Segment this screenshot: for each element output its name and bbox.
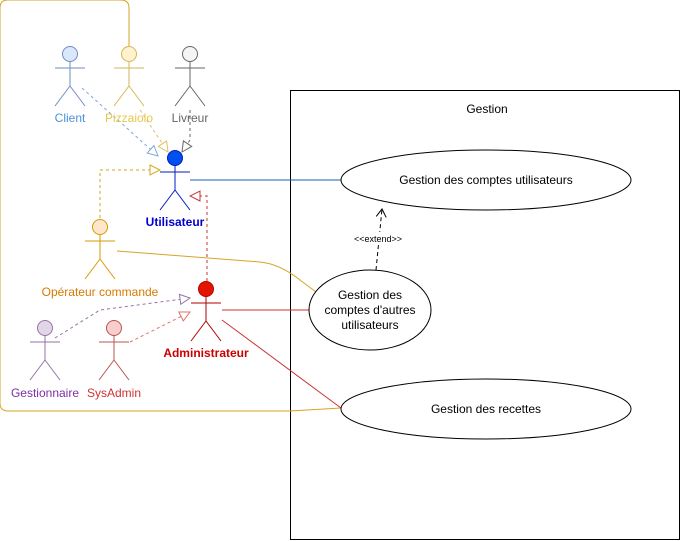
client-generalization — [81, 87, 158, 156]
usecase-comptes-utilisateurs-label: Gestion des comptes utilisateurs — [399, 173, 572, 187]
pizzaiolo-body — [113, 61, 145, 107]
administrateur-body — [190, 296, 222, 342]
gestionnaire-label: Gestionnaire — [11, 386, 79, 400]
extend-label: <<extend>> — [354, 234, 402, 244]
operateur-comptes-autres-association — [116, 250, 321, 296]
livreur-head — [182, 46, 198, 62]
pizzaiolo-head — [121, 46, 137, 62]
usecase-comptes-autres-line2: comptes d'autres — [324, 303, 415, 317]
system-title: Gestion — [466, 102, 507, 116]
usecase-recettes[interactable]: Gestion des recettes — [340, 378, 632, 440]
system-boundary — [290, 90, 680, 540]
client-head — [62, 46, 78, 62]
actor-gestionnaire[interactable]: Gestionnaire — [11, 320, 79, 401]
gestionnaire-head — [37, 320, 53, 336]
client-body — [54, 61, 86, 107]
gestionnaire-body — [29, 335, 61, 381]
admin-generalization — [190, 196, 208, 281]
actor-client[interactable]: Client — [54, 46, 86, 126]
livreur-label: Livreur — [172, 111, 209, 125]
livreur-body — [174, 61, 206, 107]
usecase-recettes-shape — [340, 378, 632, 440]
actor-operateur[interactable]: Opérateur commande — [42, 219, 159, 300]
gestionnaire-generalization — [54, 298, 190, 339]
sysadmin-generalization — [129, 312, 190, 343]
pizzaiolo-label: Pizzaiolo — [105, 111, 153, 125]
operateur-label: Opérateur commande — [42, 285, 159, 299]
operateur-body — [84, 234, 116, 280]
usecase-comptes-autres-line3: utilisateurs — [341, 318, 398, 332]
usecase-comptes-utilisateurs-shape — [340, 149, 632, 211]
usecase-comptes-autres-shape — [308, 269, 432, 351]
utilisateur-body — [159, 165, 191, 211]
utilisateur-head — [167, 150, 183, 166]
usecase-comptes-utilisateurs[interactable]: Gestion des comptes utilisateurs — [340, 149, 632, 211]
admin-recettes-association — [221, 319, 342, 409]
sysadmin-head — [106, 320, 122, 336]
administrateur-label: Administrateur — [163, 346, 249, 360]
sysadmin-body — [98, 335, 130, 381]
usecase-comptes-autres-line1: Gestion des — [338, 288, 402, 302]
pizzaiolo-generalization — [139, 109, 168, 152]
actor-administrateur[interactable]: Administrateur — [163, 281, 249, 361]
extend-label-bg — [346, 232, 410, 245]
sysadmin-label: SysAdmin — [87, 386, 141, 400]
operateur-generalization — [99, 170, 160, 218]
administrateur-head — [198, 281, 214, 297]
usecase-comptes-autres[interactable]: Gestion des comptes d'autres utilisateur… — [308, 269, 432, 351]
livreur-generalization — [182, 110, 190, 152]
usecase-recettes-label: Gestion des recettes — [431, 402, 541, 416]
client-label: Client — [55, 111, 86, 125]
actor-pizzaiolo[interactable]: Pizzaiolo — [105, 46, 153, 126]
utilisateur-label: Utilisateur — [146, 215, 205, 229]
pizzaiolo-recettes-association — [0, 0, 342, 412]
actor-sysadmin[interactable]: SysAdmin — [87, 320, 141, 401]
actor-livreur[interactable]: Livreur — [172, 46, 209, 126]
actor-utilisateur[interactable]: Utilisateur — [146, 150, 205, 230]
operateur-head — [92, 219, 108, 235]
